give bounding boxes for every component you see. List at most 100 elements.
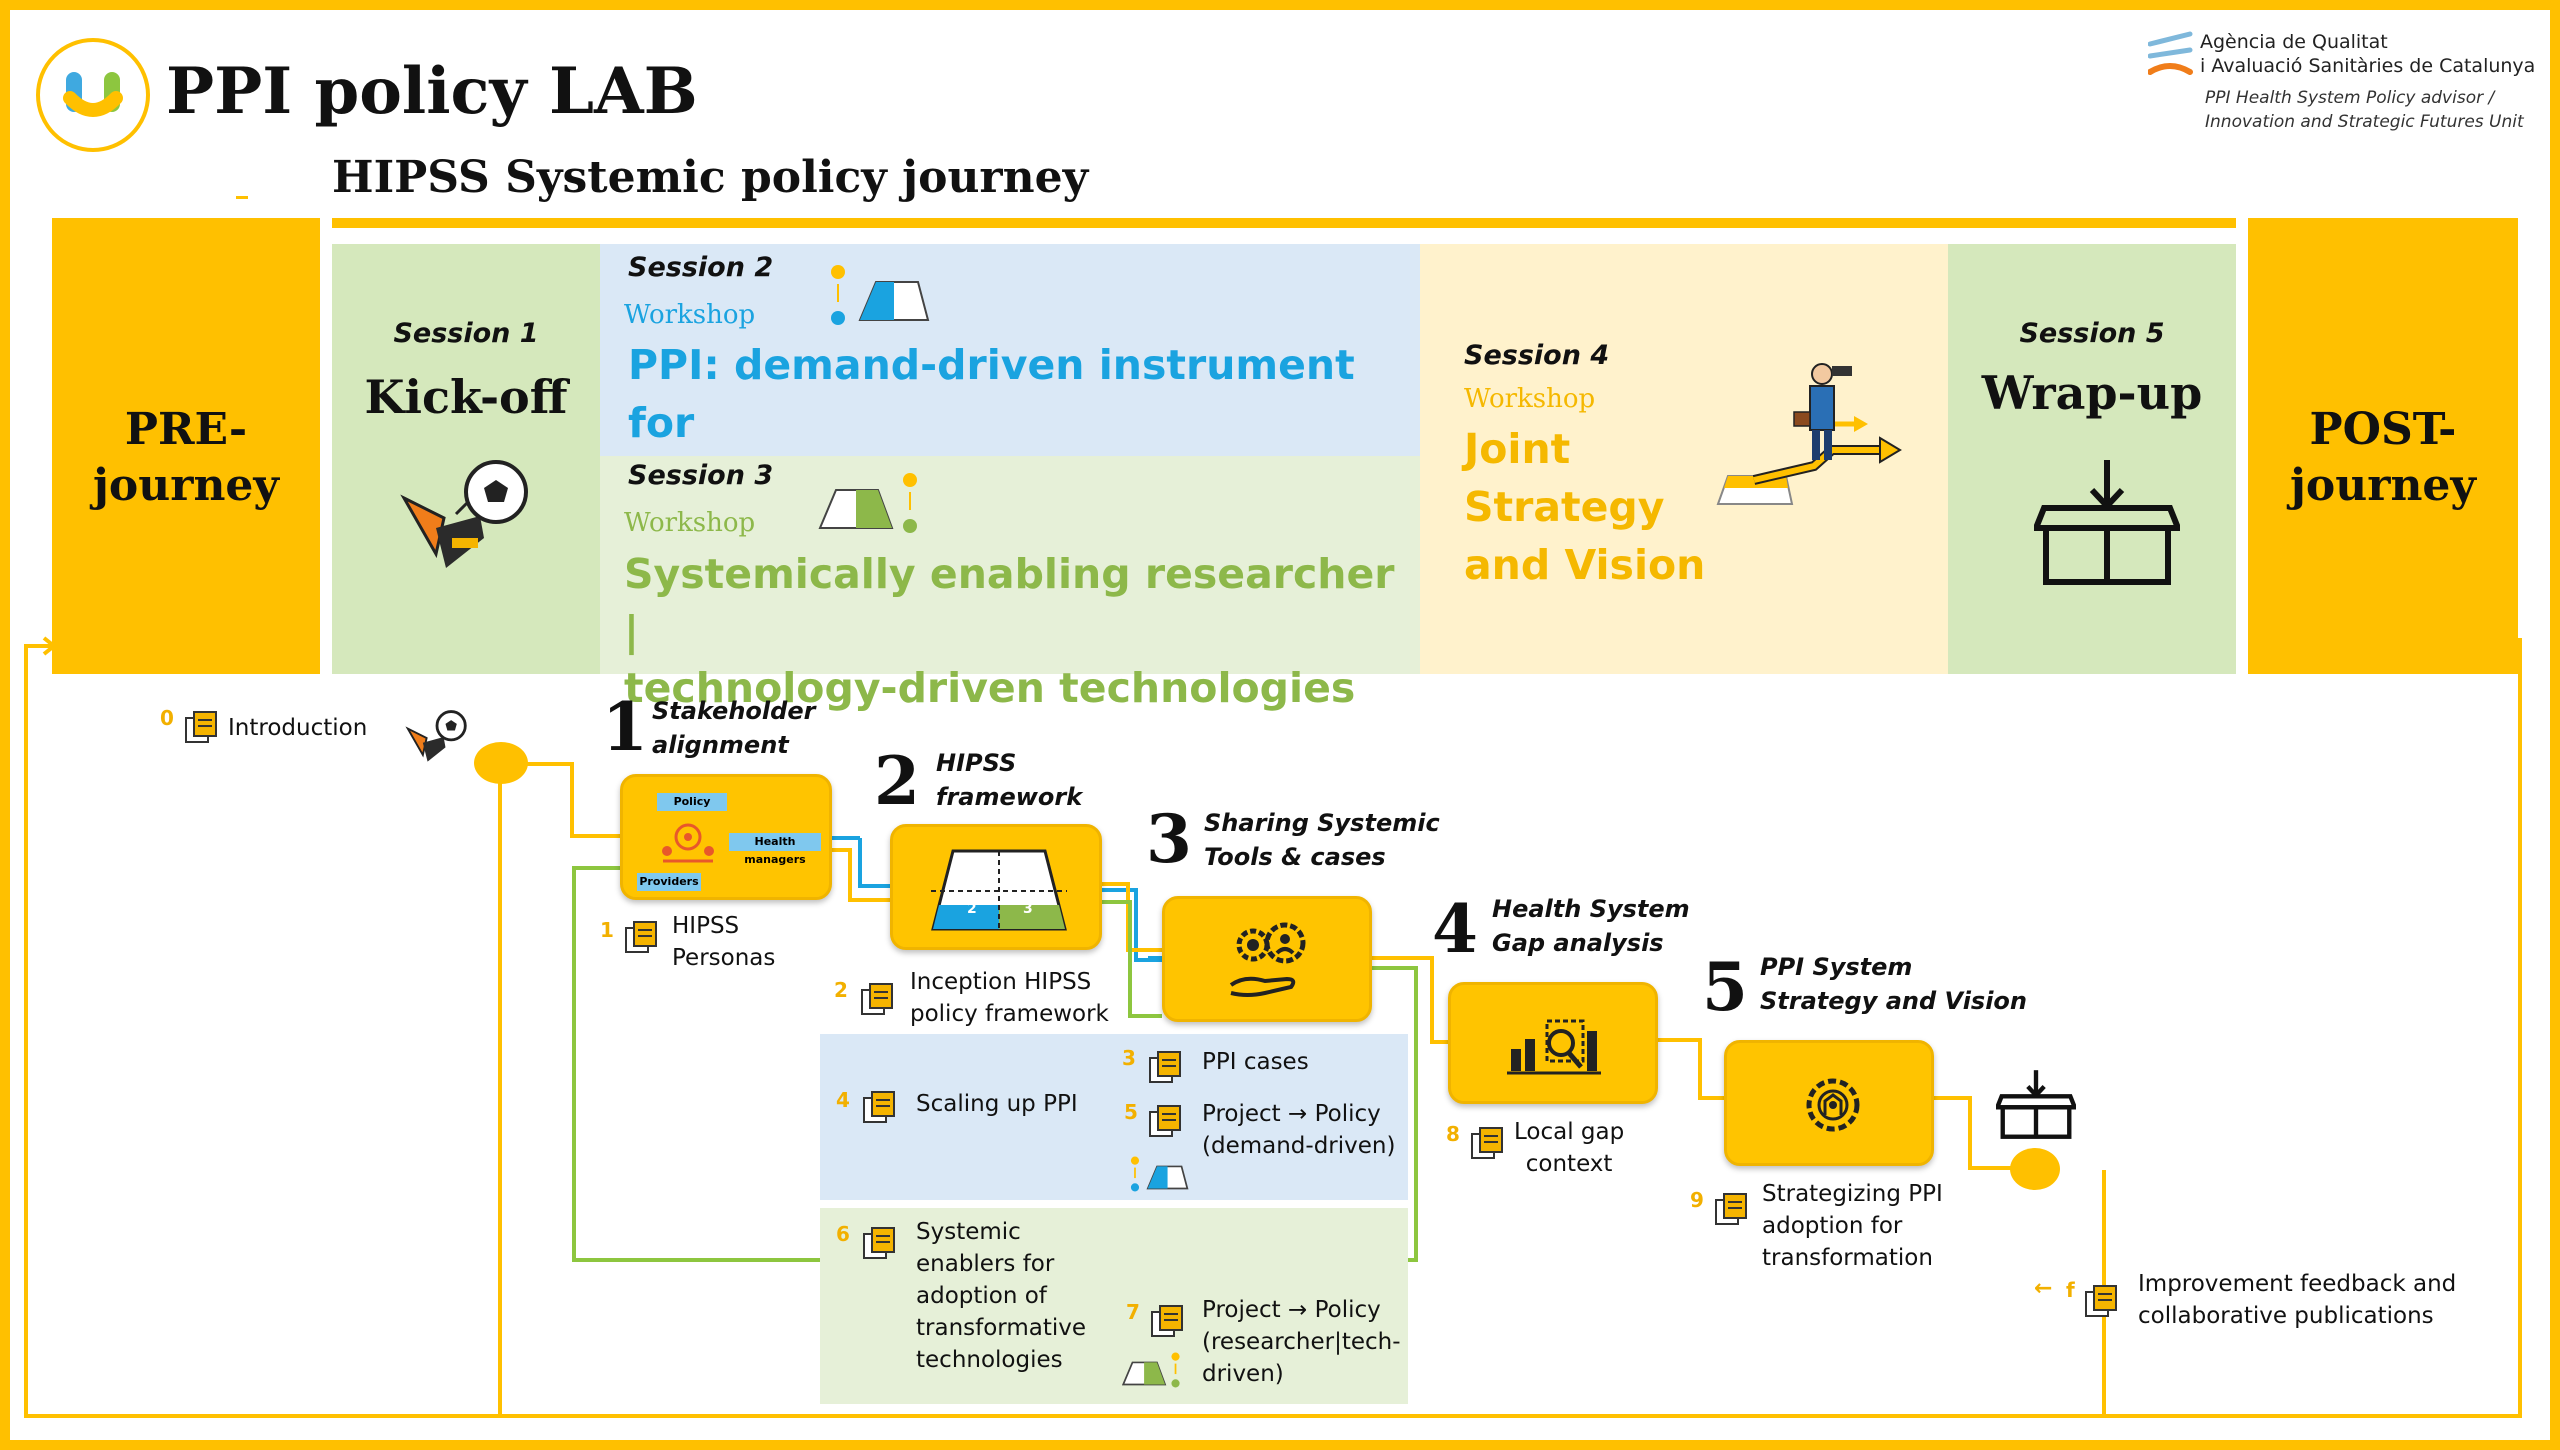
pre-journey-label: PRE- journey — [52, 402, 320, 514]
step-1-title: Stakeholder alignment — [652, 694, 815, 762]
step-5-node[interactable] — [1724, 1040, 1934, 1166]
session-3-title: Systemically enabling researcher | techn… — [624, 546, 1420, 717]
document-icon[interactable] — [624, 920, 658, 958]
resource-6-line-2: enablers for — [916, 1251, 1055, 1277]
end-dot — [2010, 1148, 2060, 1190]
stakeholder-network-icon — [653, 817, 723, 871]
step-4-title: Health System Gap analysis — [1492, 892, 1690, 960]
step-2-title: HIPSS framework — [936, 746, 1082, 814]
step-5-title: PPI System Strategy and Vision — [1760, 950, 2027, 1018]
accent-dash — [236, 196, 248, 199]
document-icon[interactable] — [862, 1090, 896, 1128]
document-icon[interactable] — [1470, 1126, 1504, 1164]
trapezoid-green-small-icon — [1121, 1350, 1186, 1394]
framework-q3: 2 — [967, 901, 977, 917]
step-3-node[interactable] — [1162, 896, 1372, 1022]
feedback-number: f — [2066, 1278, 2075, 1302]
pre-line-2: journey — [93, 460, 279, 511]
session-5-label: Session 5 — [2019, 318, 2165, 349]
session-4-title-line-1: Joint — [1464, 425, 1571, 473]
step-3-number: 3 — [1146, 800, 1192, 878]
step-2-title-line-2: framework — [936, 783, 1083, 811]
resource-1-number: 1 — [600, 918, 614, 942]
post-line-1: POST- — [2309, 404, 2457, 455]
resource-7-number: 7 — [1126, 1300, 1140, 1324]
session-2-title-line-1: PPI: demand-driven instrument for — [628, 341, 1355, 447]
resource-9-line-2: adoption for — [1762, 1213, 1903, 1239]
health-managers-tag: Health managers — [729, 833, 821, 866]
resource-2-label[interactable]: Inception HIPSS policy framework — [910, 966, 1109, 1030]
box-download-icon — [2031, 456, 2183, 592]
resource-6-line-3: adoption of — [916, 1283, 1047, 1309]
step-1-node[interactable]: Policy Health managers Providers — [620, 774, 832, 900]
resource-9-line-3: transformation — [1762, 1245, 1933, 1271]
unit-line-2: Innovation and Strategic Futures Unit — [2205, 112, 2524, 132]
resource-2-number: 2 — [834, 978, 848, 1002]
resource-8-line-1: Local gap — [1514, 1119, 1625, 1145]
resource-6-number: 6 — [836, 1222, 850, 1246]
resource-1-line-1: HIPSS — [672, 913, 740, 939]
resource-8-label[interactable]: Local gap context — [1514, 1116, 1624, 1180]
intro-label[interactable]: Introduction — [228, 715, 368, 741]
header-rule — [332, 218, 2236, 228]
step-4-node[interactable] — [1448, 982, 1658, 1104]
football-kick-small-icon — [404, 708, 470, 772]
resource-9-label[interactable]: Strategizing PPI adoption for transforma… — [1762, 1178, 1943, 1274]
session-4-panel: Session 4 Workshop Joint Strategy and Vi… — [1420, 244, 1948, 674]
trapezoid-blue-icon — [826, 262, 936, 332]
feedback-line-1: Improvement feedback and — [2138, 1271, 2457, 1297]
resource-5-label[interactable]: Project → Policy (demand-driven) — [1202, 1098, 1395, 1162]
document-icon[interactable] — [1148, 1104, 1182, 1142]
start-dot — [474, 742, 528, 784]
session-2-label: Session 2 — [628, 252, 774, 283]
pre-line-1: PRE- — [124, 404, 248, 455]
step-5-title-line-1: PPI System — [1760, 953, 1913, 981]
session-5-title: Wrap-up — [1981, 366, 2203, 420]
gears-hand-icon — [1229, 922, 1306, 997]
session-4-kind: Workshop — [1464, 384, 1596, 414]
resource-6-label[interactable]: Systemic enablers for adoption of transf… — [916, 1216, 1086, 1376]
document-icon[interactable] — [2084, 1284, 2118, 1322]
resource-5-line-1: Project → Policy — [1202, 1101, 1381, 1127]
session-1-panel: Session 1 Kick-off — [332, 244, 600, 674]
step-2-node[interactable]: 1 4 2 3 — [890, 824, 1102, 950]
session-4-title: Joint Strategy and Vision — [1464, 420, 1705, 594]
feedback-arrow: ← — [2034, 1276, 2053, 1301]
session-1-label: Session 1 — [393, 318, 539, 349]
resource-7-label[interactable]: Project → Policy (researcher|tech- drive… — [1202, 1294, 1401, 1390]
agency-name: Agència de Qualitat i Avaluació Sanitàri… — [2200, 30, 2535, 78]
session-5-panel: Session 5 Wrap-up — [1948, 244, 2236, 674]
step-2-number: 2 — [874, 742, 920, 820]
resource-4-label[interactable]: Scaling up PPI — [916, 1091, 1078, 1117]
businessman-strategy-icon — [1714, 354, 1914, 518]
session-3-label: Session 3 — [628, 460, 774, 491]
trapezoid-green-icon — [818, 470, 928, 540]
session-3-kind: Workshop — [624, 508, 756, 538]
document-icon[interactable] — [1714, 1192, 1748, 1230]
step-5-title-line-2: Strategy and Vision — [1760, 987, 2027, 1015]
feedback-label[interactable]: Improvement feedback and collaborative p… — [2138, 1268, 2456, 1332]
session-4-label: Session 4 — [1464, 340, 1610, 371]
step-3-title-line-1: Sharing Systemic — [1204, 809, 1440, 837]
resource-1-line-2: Personas — [672, 945, 776, 971]
session-3-title-line-2: technology-driven technologies — [624, 664, 1356, 712]
document-icon[interactable] — [862, 1226, 896, 1264]
document-icon[interactable] — [860, 982, 894, 1020]
resource-6-line-1: Systemic — [916, 1219, 1021, 1245]
session-4-title-line-2: Strategy — [1464, 483, 1665, 531]
post-journey-box: POST- journey — [2248, 218, 2518, 674]
session-1-title: Kick-off — [364, 370, 568, 424]
resource-1-label[interactable]: HIPSS Personas — [672, 910, 775, 974]
step-3-title: Sharing Systemic Tools & cases — [1204, 806, 1440, 874]
resource-3-label[interactable]: PPI cases — [1202, 1049, 1309, 1075]
resource-2-line-1: Inception HIPSS — [910, 969, 1092, 995]
resource-4-number: 4 — [836, 1088, 850, 1112]
document-icon[interactable] — [184, 710, 218, 748]
demand-driven-band — [820, 1034, 1408, 1200]
document-icon[interactable] — [1150, 1304, 1184, 1342]
session-3-title-line-1: Systemically enabling researcher | — [624, 550, 1395, 655]
agency-logo-icon — [2147, 30, 2194, 82]
framework-q1: 1 — [971, 865, 981, 881]
document-icon[interactable] — [1148, 1050, 1182, 1088]
